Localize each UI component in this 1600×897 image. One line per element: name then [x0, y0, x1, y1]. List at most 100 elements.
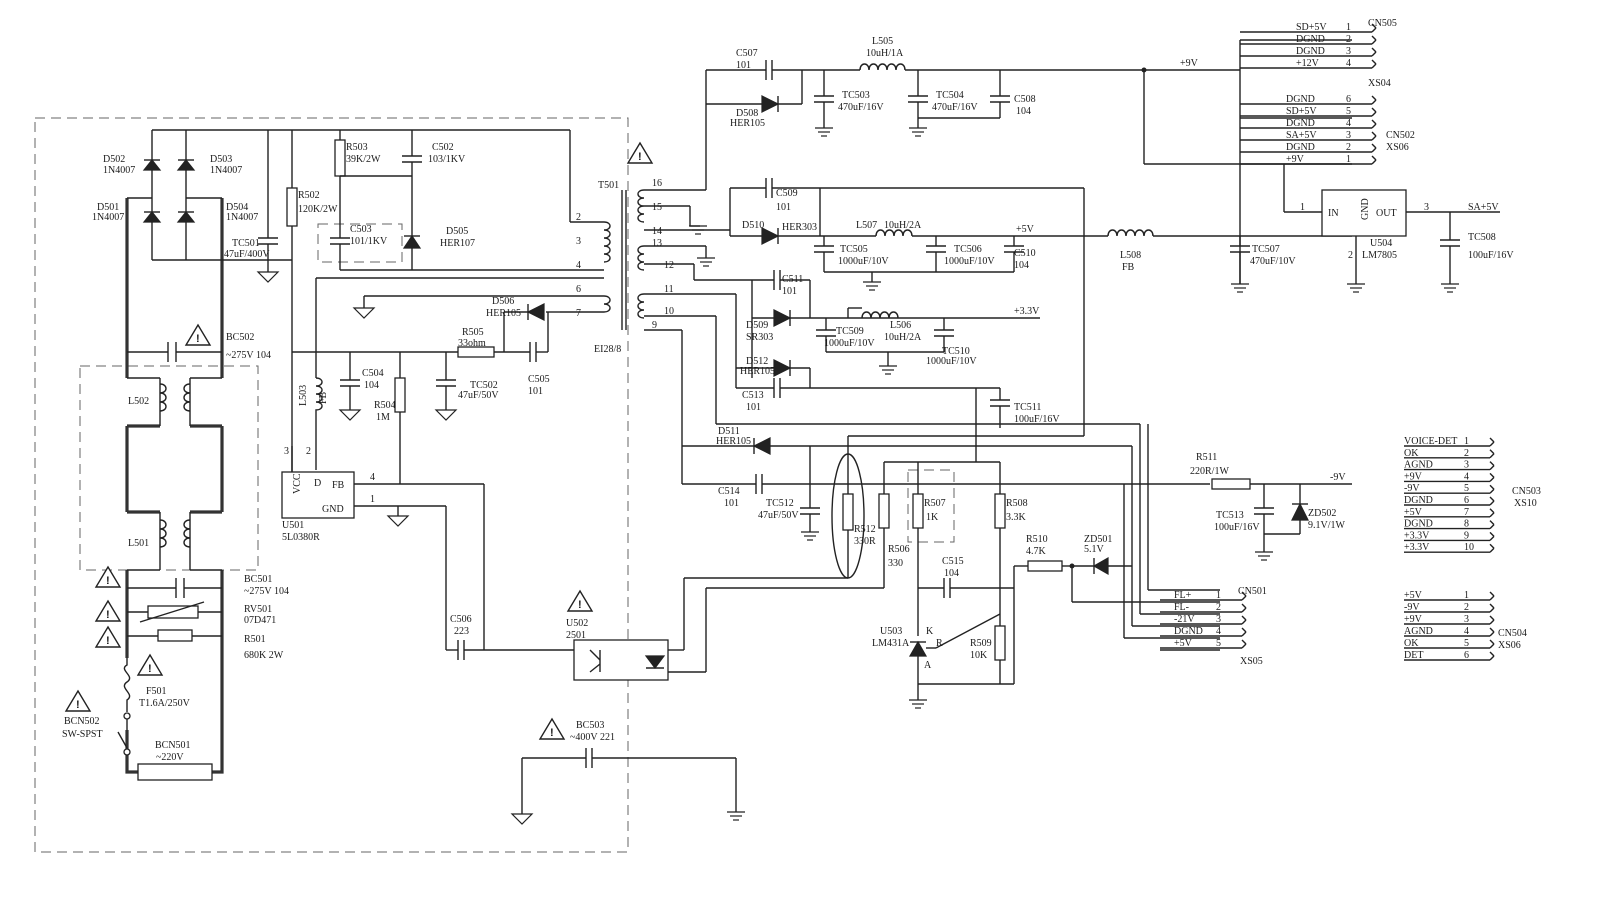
r508-label: R508 — [1006, 498, 1028, 509]
bc502-value: ~275V 104 — [226, 350, 271, 361]
tc509-value: 1000uF/10V — [824, 338, 875, 349]
rv501-value: 07D471 — [244, 615, 276, 626]
d511-label: D511 — [718, 426, 740, 437]
r505-value: 33ohm — [458, 338, 486, 349]
l508-value: FB — [1122, 262, 1135, 273]
l507-label: L507 — [856, 220, 877, 231]
tc504-value: 470uF/16V — [932, 102, 978, 113]
cn504-pin-label: +9V — [1404, 614, 1423, 625]
d508-label: D508 — [736, 108, 758, 119]
cn503-pin-label: +5V — [1404, 507, 1423, 518]
bc501-value: ~275V 104 — [244, 586, 289, 597]
bridge-rectifier — [127, 129, 412, 261]
l507-value: 10uH/2A — [884, 220, 922, 231]
t501-pin-10: 10 — [664, 306, 674, 317]
cn502-pin-label: SA+5V — [1286, 130, 1317, 141]
t501-pin-14: 14 — [652, 226, 662, 237]
tc509-label: TC509 — [836, 326, 864, 337]
d501-part: 1N4007 — [92, 212, 124, 223]
r503-label: R503 — [346, 142, 368, 153]
cn503-pin-number: 8 — [1464, 519, 1469, 530]
cn501-pin-label: -21V — [1174, 614, 1195, 625]
d512-label: D512 — [746, 356, 768, 367]
cn504-pin-number: 4 — [1464, 626, 1469, 637]
u501-pin2: 2 — [306, 446, 311, 457]
rail-5v — [644, 40, 1352, 436]
cn501-pin-label: FL- — [1174, 602, 1189, 613]
r511-value: 220R/1W — [1190, 466, 1229, 477]
tc506-label: TC506 — [954, 244, 982, 255]
c509-label: C509 — [776, 188, 798, 199]
cn503-pin-label: -9V — [1404, 483, 1420, 494]
tc513-label: TC513 — [1216, 510, 1244, 521]
tc506-value: 1000uF/10V — [944, 256, 995, 267]
cn501-pin-label: DGND — [1174, 626, 1203, 637]
cn503-pin-label: +9V — [1404, 471, 1423, 482]
warning-symbols: !!!!!!!!! — [64, 141, 654, 740]
c506-label: C506 — [450, 614, 472, 625]
cn503-pin-number: 7 — [1464, 507, 1469, 518]
r501-label: R501 — [244, 634, 266, 645]
d504-label: D504 — [226, 202, 248, 213]
cn503-pin-number: 1 — [1464, 436, 1469, 447]
c509-value: 101 — [776, 202, 791, 213]
cn503-pin-label: AGND — [1404, 460, 1433, 471]
u501-d: D — [314, 478, 321, 489]
d504-part: 1N4007 — [226, 212, 258, 223]
primary-isolation-boundary — [34, 117, 955, 853]
u501-pin1: 1 — [370, 494, 375, 505]
cn501-pin-number: 5 — [1216, 638, 1221, 649]
primary-labels: R502 120K/2W R503 39K/2W C502 103/1KV C5… — [282, 142, 615, 743]
warning-mark: ! — [76, 699, 80, 711]
cn505-pin-label: DGND — [1296, 46, 1325, 57]
r504-label: R504 — [374, 400, 396, 411]
warning-triangle-icon — [64, 689, 92, 712]
tc503-value: 470uF/16V — [838, 102, 884, 113]
cn504-pin-number: 6 — [1464, 650, 1469, 661]
r506-label: R506 — [888, 544, 910, 555]
cn502-pin-number: 1 — [1346, 154, 1351, 165]
cn504-alt: XS06 — [1498, 640, 1521, 651]
cn501-ref: CN501 — [1238, 586, 1267, 597]
c514-label: C514 — [718, 486, 740, 497]
cn503-pin-label: OK — [1404, 448, 1419, 459]
t501-core: EI28/8 — [594, 344, 621, 355]
r502-value: 120K/2W — [298, 204, 338, 215]
cn501-pin-label: FL+ — [1174, 590, 1192, 601]
c507-value: 101 — [736, 60, 751, 71]
rail-33v-label: +3.3V — [1014, 306, 1040, 317]
c502-value: 103/1KV — [428, 154, 466, 165]
cn501-pin-number: 4 — [1216, 626, 1221, 637]
r501-value: 680K 2W — [244, 650, 284, 661]
bcn501-value: ~220V — [156, 752, 184, 763]
c506-value: 223 — [454, 626, 469, 637]
cn504-pin-number: 3 — [1464, 614, 1469, 625]
cn504-pin-number: 5 — [1464, 638, 1469, 649]
bc503-y-capacitor — [511, 748, 746, 825]
tc508-label: TC508 — [1468, 232, 1496, 243]
cn503-ref: CN503 — [1512, 486, 1541, 497]
d509-label: D509 — [746, 320, 768, 331]
l502-label: L502 — [128, 396, 149, 407]
l503-label: L503 — [298, 385, 309, 406]
cn501-pin-number: 2 — [1216, 602, 1221, 613]
connector-lines — [1147, 39, 1352, 651]
warning-mark: ! — [106, 609, 110, 621]
l508-label: L508 — [1120, 250, 1141, 261]
t501-pin-4: 4 — [576, 260, 581, 271]
t501-pin-12: 12 — [664, 260, 674, 271]
cn503-pin-number: 4 — [1464, 471, 1469, 482]
warning-triangle-icon — [94, 625, 122, 648]
warning-mark: ! — [106, 635, 110, 647]
cn503-pin-number: 10 — [1464, 542, 1474, 553]
regulator-u504 — [1321, 189, 1500, 293]
x-capacitors — [117, 342, 222, 781]
c513-value: 101 — [746, 402, 761, 413]
u501-pin3: 3 — [284, 446, 289, 457]
r510-label: R510 — [1026, 534, 1048, 545]
t501-pin-7: 7 — [576, 308, 581, 319]
warning-triangle-icon — [538, 717, 566, 740]
c511-label: C511 — [782, 274, 803, 285]
c510-value: 104 — [1014, 260, 1029, 271]
